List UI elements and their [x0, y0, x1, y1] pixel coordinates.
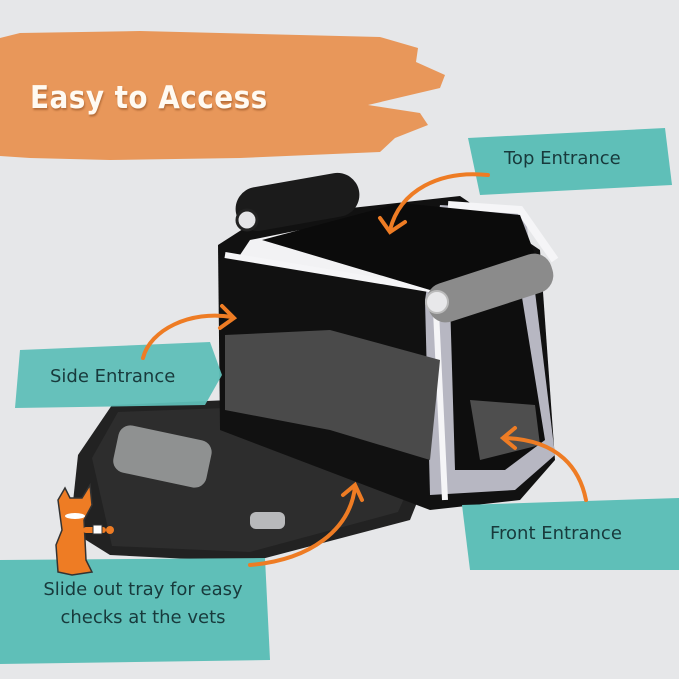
callout-tray-bg: [0, 558, 270, 664]
callout-slide-out-tray: Slide out tray for easy checks at the ve…: [43, 579, 243, 628]
callout-top-entrance: Top Entrance: [504, 148, 621, 169]
arrow-front-icon: [503, 436, 588, 502]
arrow-tray-icon: [248, 485, 357, 567]
headline: Easy to Access: [30, 80, 268, 116]
callout-side-entrance: Side Entrance: [50, 366, 176, 387]
arrow-top-icon: [388, 172, 490, 232]
callout-front-entrance: Front Entrance: [490, 523, 622, 544]
arrow-side-icon: [141, 313, 234, 360]
callout-front-bg: [462, 498, 679, 570]
callout-side-bg: [15, 342, 222, 408]
callout-top-bg: [468, 128, 672, 195]
